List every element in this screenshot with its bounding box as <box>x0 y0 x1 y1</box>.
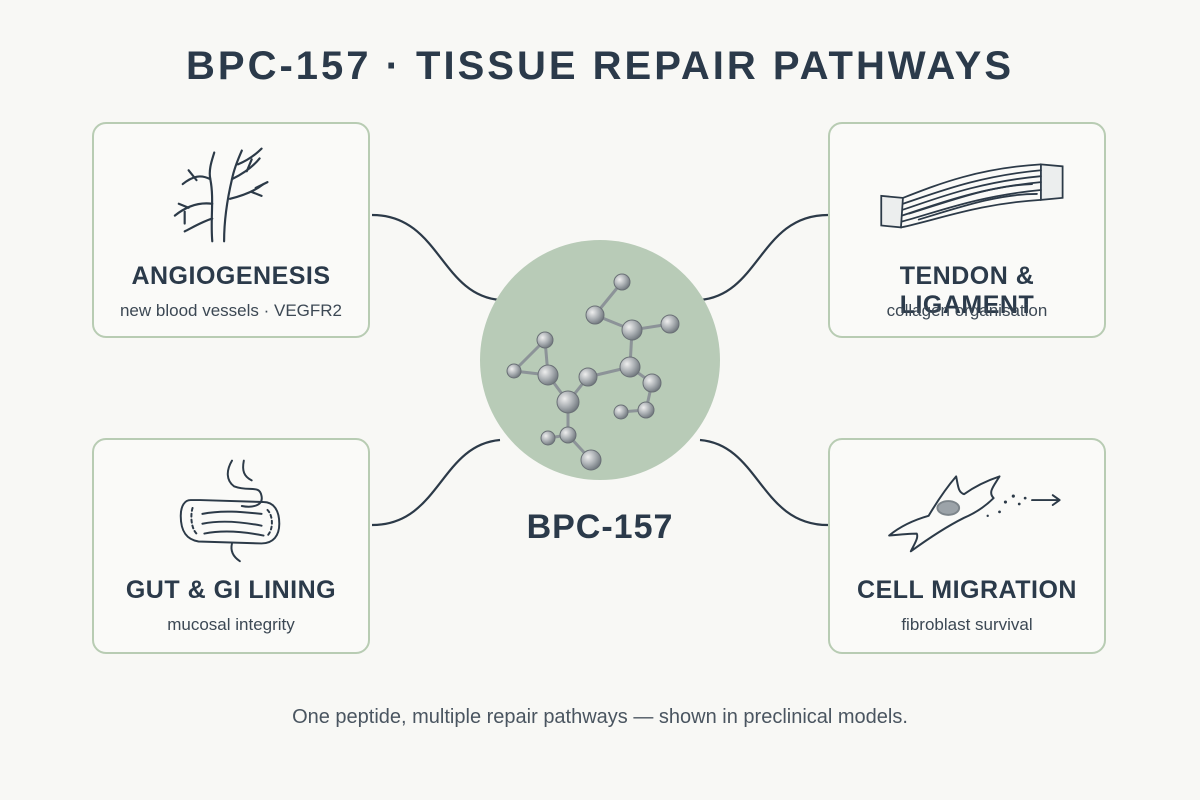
card-label: TENDON & LIGAMENT <box>899 262 1035 319</box>
migrating-cell-icon <box>888 475 1061 553</box>
molecule-icon <box>506 273 680 471</box>
intestine-icon <box>179 459 281 563</box>
card-label: GUT & GI LINING <box>125 576 337 604</box>
tendon-icon <box>880 163 1064 229</box>
blood-vessel-icon <box>173 147 269 243</box>
connector-gut <box>371 438 501 527</box>
connector-tendon <box>699 213 829 302</box>
card-angiogenesis: ANGIOGENESIS new blood vessels · VEGFR2 <box>92 122 370 338</box>
card-subtitle: collagen organisation <box>886 301 1048 320</box>
diagram-title: BPC-157 · TISSUE REPAIR PATHWAYS <box>186 44 1014 88</box>
card-gut-gi-lining: GUT & GI LINING mucosal integrity <box>92 438 370 654</box>
card-subtitle: mucosal integrity <box>167 615 295 634</box>
caption: One peptide, multiple repair pathways — … <box>292 706 908 728</box>
card-subtitle: fibroblast survival <box>901 615 1033 634</box>
hub-circle <box>480 240 720 480</box>
card-cell-migration: CELL MIGRATION fibroblast survival <box>828 438 1106 654</box>
card-tendon-ligament: TENDON & LIGAMENT collagen organisation <box>828 122 1106 338</box>
card-label: CELL MIGRATION <box>857 576 1077 604</box>
card-label: ANGIOGENESIS <box>131 262 331 290</box>
card-subtitle: new blood vessels · VEGFR2 <box>119 301 343 320</box>
connector-angiogenesis <box>371 213 501 302</box>
hub-label: BPC-157 <box>526 508 674 546</box>
connector-migration <box>699 438 829 527</box>
